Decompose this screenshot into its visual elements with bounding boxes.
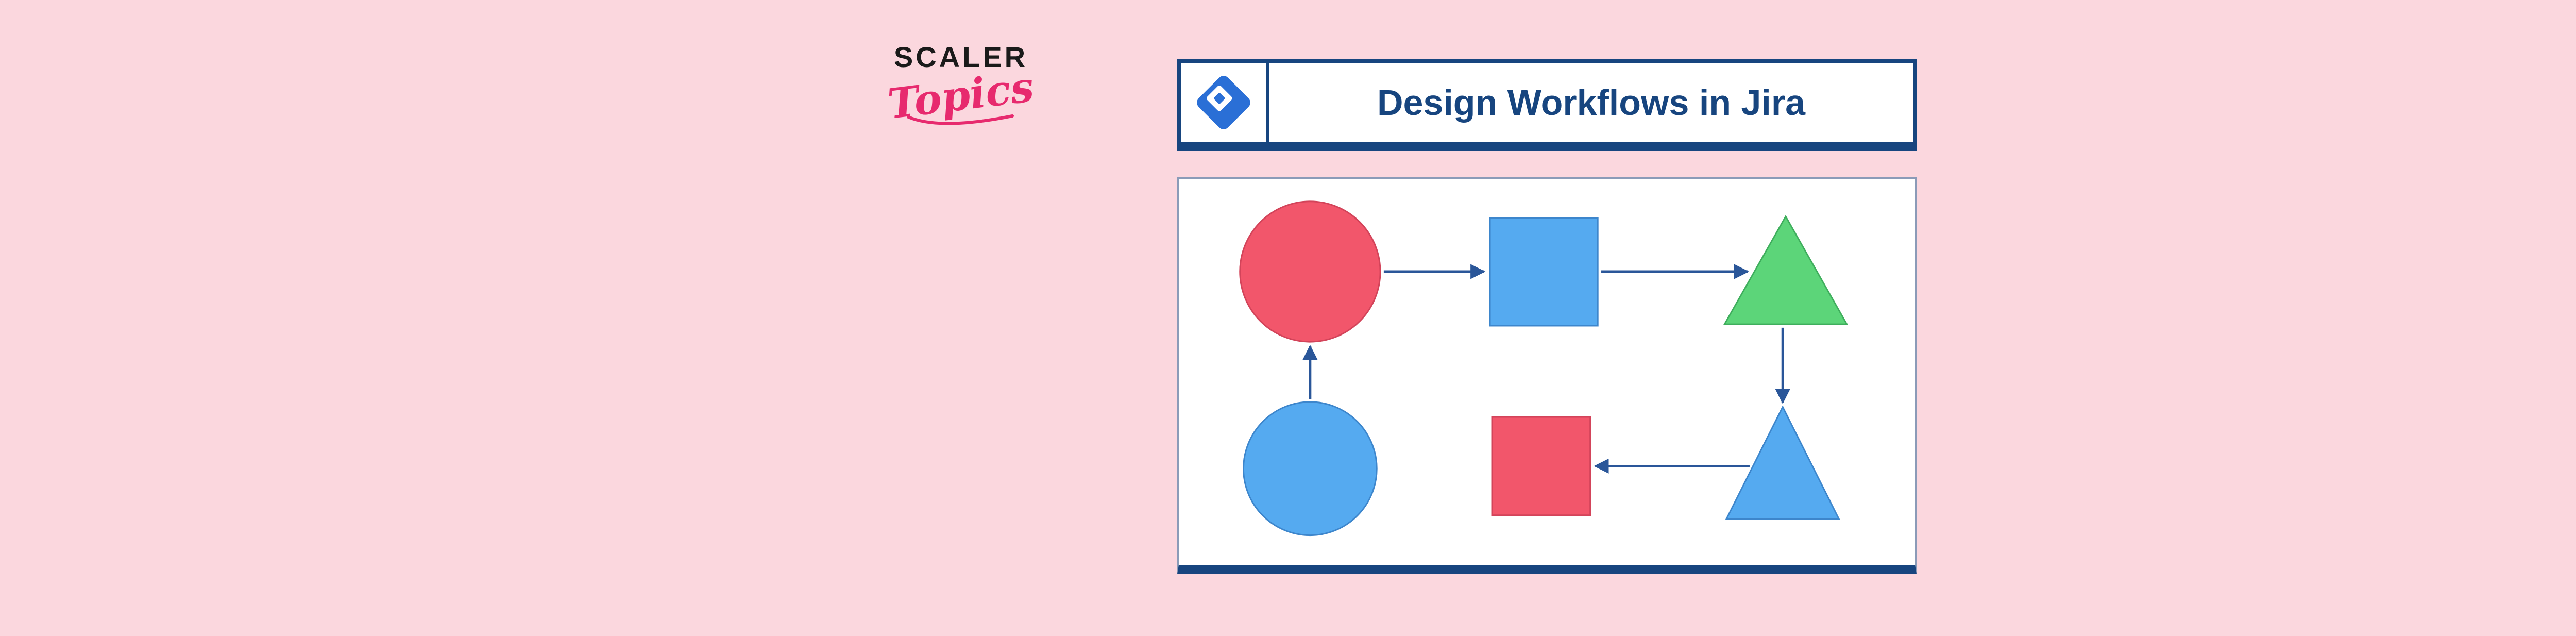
scaler-topics-logo: SCALER Topics [878, 40, 1043, 128]
jira-icon-cell [1181, 63, 1269, 142]
workflow-diagram-panel [1177, 177, 1917, 574]
workflow-diagram [1179, 179, 1915, 565]
blue-square [1489, 217, 1599, 327]
page-title: Design Workflows in Jira [1377, 82, 1806, 123]
logo-text-scaler: SCALER [893, 41, 1028, 73]
green-triangle [1723, 214, 1849, 325]
red-circle [1239, 200, 1381, 343]
blue-triangle [1725, 405, 1840, 520]
logo-swash-underline [907, 114, 1014, 125]
workflow-svg [1239, 200, 1849, 537]
blue-circle [1243, 401, 1378, 537]
header-banner: Design Workflows in Jira [1177, 59, 1917, 151]
red-square [1491, 416, 1591, 516]
jira-icon [1196, 76, 1250, 129]
header-title-cell: Design Workflows in Jira [1269, 63, 1913, 142]
